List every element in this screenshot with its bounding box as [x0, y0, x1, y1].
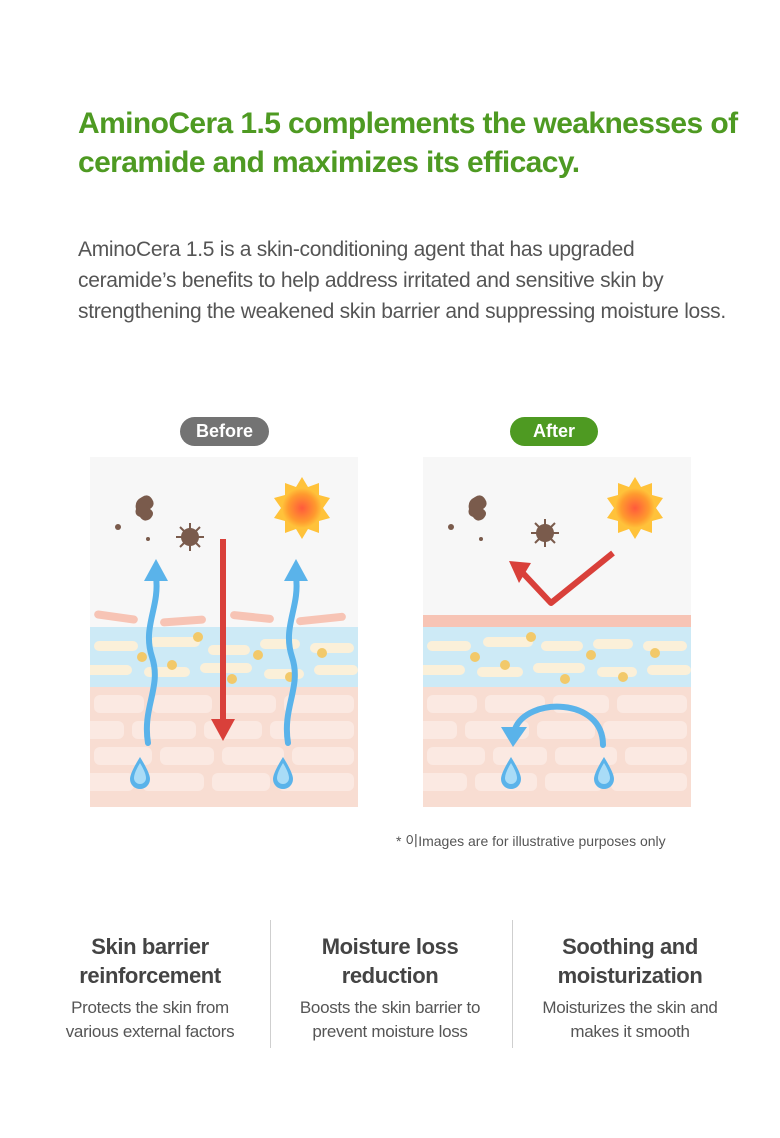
water-drop-icon [594, 757, 614, 789]
benefit-soothing-moisturization: Soothing and moisturization Moisturizes … [510, 920, 750, 1048]
water-drop-icon [501, 757, 521, 789]
illustration-disclaimer: * 이Images are for illustrative purposes … [396, 833, 666, 849]
deflect-arrow-icon [509, 550, 615, 606]
benefit-description: Protects the skin from various external … [65, 998, 235, 1041]
dust-icon [115, 495, 154, 541]
intro-paragraph: AminoCera 1.5 is a skin-conditioning age… [78, 238, 726, 323]
water-drop-icon [130, 757, 150, 789]
page-title: AminoCera 1.5 complements the weaknesses… [78, 104, 758, 182]
divider [270, 920, 271, 1048]
arrow-up-icon [143, 574, 160, 746]
arrow-up-icon [283, 574, 300, 746]
curved-arrow-icon [501, 703, 606, 748]
benefit-barrier-reinforcement: Skin barrier reinforcement Protects the … [30, 920, 270, 1048]
benefit-title: Soothing and moisturization [557, 934, 703, 988]
before-badge: Before [180, 417, 269, 446]
virus-icon [531, 519, 559, 547]
page-title-line-2: ceramide and maximizes its efficacy. [78, 146, 580, 179]
water-drop-icon [273, 757, 293, 789]
benefit-description: Boosts the skin barrier to prevent moist… [299, 998, 481, 1041]
after-badge: After [510, 417, 598, 446]
page-title-line-1: AminoCera 1.5 complements the weaknesses… [78, 107, 738, 140]
before-illustration [90, 457, 358, 807]
benefit-description: Moisturizes the skin and makes it smooth [542, 998, 718, 1041]
divider [512, 920, 513, 1048]
sun-icon [607, 477, 663, 539]
dust-icon [448, 495, 487, 541]
sun-icon [274, 477, 330, 539]
arrow-down-icon [211, 539, 235, 741]
after-illustration [423, 457, 691, 807]
virus-icon [176, 523, 204, 551]
benefit-title: Skin barrier reinforcement [79, 934, 221, 988]
benefits-row: Skin barrier reinforcement Protects the … [30, 920, 750, 1048]
benefit-title: Moisture loss reduction [321, 934, 459, 988]
benefit-moisture-loss-reduction: Moisture loss reduction Boosts the skin … [270, 920, 510, 1048]
